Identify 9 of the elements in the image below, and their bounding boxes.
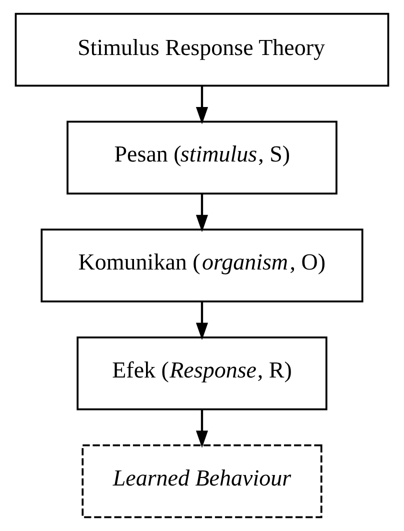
node-box: Stimulus Response Theory: [14, 12, 390, 87]
node-box: Learned Behaviour: [82, 444, 322, 518]
arrow: [196, 86, 208, 124]
arrow: [196, 410, 208, 448]
arrow: [196, 302, 208, 340]
node-box: Komunikan (organism, O): [40, 228, 364, 302]
node-box: Pesan (stimulus, S): [66, 120, 338, 195]
arrow: [196, 194, 208, 232]
node-box: Efek (Response, R): [76, 336, 328, 410]
